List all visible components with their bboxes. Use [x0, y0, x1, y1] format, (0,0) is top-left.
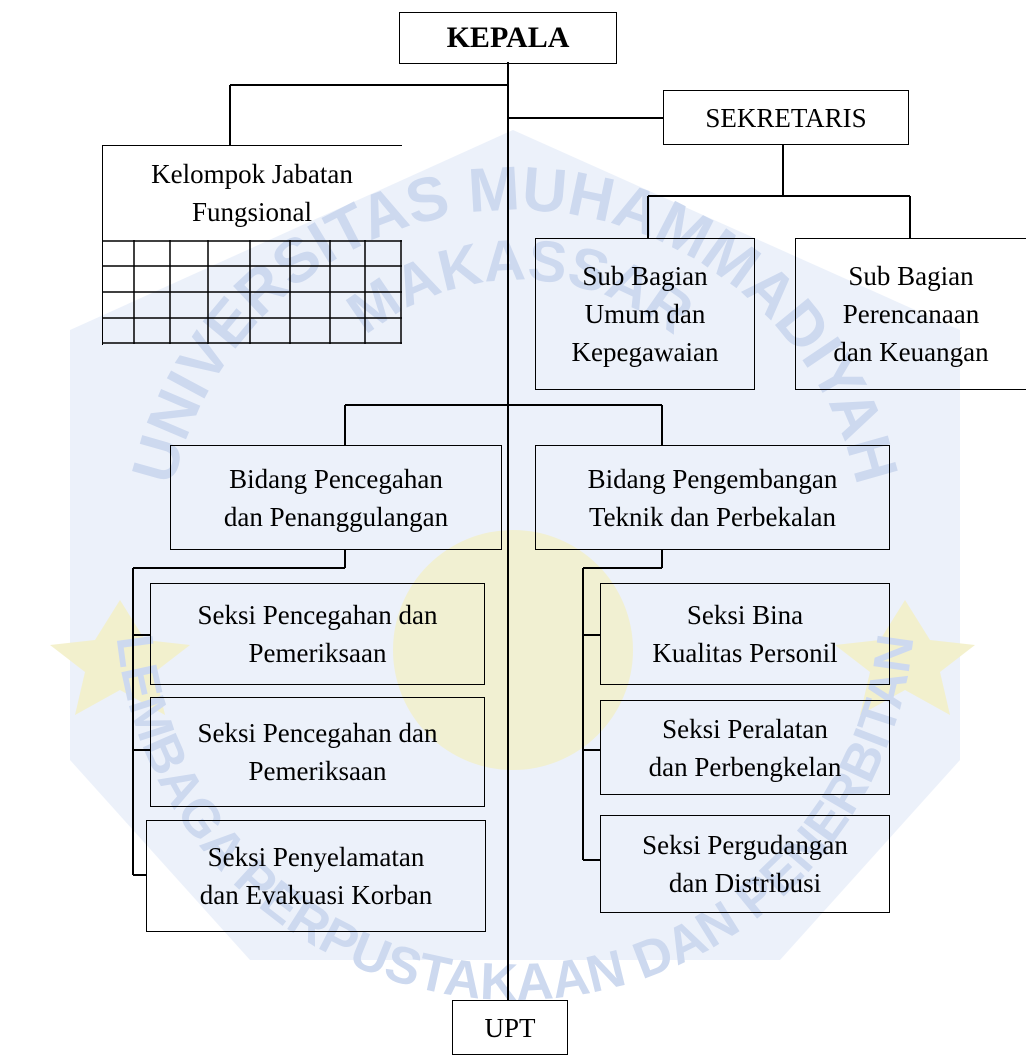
seksi-peralatan-box: Seksi Peralatan dan Perbengkelan	[600, 700, 890, 795]
sekretaris-label: SEKRETARIS	[705, 102, 867, 133]
bidang-pengembangan-label: Bidang Pengembangan Teknik dan Perbekala…	[587, 463, 838, 532]
watermark-star-left	[50, 600, 190, 715]
seksi-pencegahan-box-1: Seksi Pencegahan dan Pemeriksaan	[150, 583, 485, 685]
seksi-bina-label: Seksi Bina Kualitas Personil	[652, 600, 838, 668]
seksi-pencegahan-box-2: Seksi Pencegahan dan Pemeriksaan	[150, 697, 485, 807]
watermark-star-right	[835, 600, 975, 715]
seksi-penyelamatan-box: Seksi Penyelamatan dan Evakuasi Korban	[146, 820, 486, 932]
seksi-pergudangan-label: Seksi Pergudangan dan Distribusi	[642, 830, 848, 898]
seksi-peralatan-label: Seksi Peralatan dan Perbengkelan	[648, 713, 842, 782]
sub-bagian-umum-label: Sub Bagian Umum dan Kepegawaian	[571, 261, 719, 367]
bidang-pencegahan-label: Bidang Pencegahan dan Penanggulangan	[223, 463, 449, 532]
fungsional-box	[102, 145, 402, 345]
fungsional-label: Kelompok Jabatan Fungsional	[151, 159, 353, 227]
sub-bagian-perencanaan-box: Sub Bagian Perencanaan dan Keuangan	[795, 238, 1026, 390]
bidang-pengembangan-box: Bidang Pengembangan Teknik dan Perbekala…	[535, 445, 890, 550]
seksi-pergudangan-box: Seksi Pergudangan dan Distribusi	[600, 815, 890, 913]
sekretaris-box: SEKRETARIS	[663, 90, 909, 145]
sub-bagian-umum-box: Sub Bagian Umum dan Kepegawaian	[535, 238, 755, 390]
seksi-pencegahan-label-2: Seksi Pencegahan dan Pemeriksaan	[197, 718, 438, 786]
watermark-sun	[393, 530, 633, 770]
fungsional-grid	[102, 240, 402, 344]
seksi-penyelamatan-label: Seksi Penyelamatan dan Evakuasi Korban	[199, 842, 433, 910]
upt-label: UPT	[484, 1012, 536, 1043]
kepala-label: KEPALA	[446, 21, 570, 54]
bidang-pencegahan-box: Bidang Pencegahan dan Penanggulangan	[170, 445, 502, 550]
kepala-box: KEPALA	[399, 12, 617, 64]
upt-box: UPT	[452, 1000, 568, 1055]
seksi-bina-box: Seksi Bina Kualitas Personil	[600, 583, 890, 685]
sub-bagian-perencanaan-label: Sub Bagian Perencanaan dan Keuangan	[833, 261, 989, 367]
seksi-pencegahan-label-1: Seksi Pencegahan dan Pemeriksaan	[197, 600, 438, 668]
